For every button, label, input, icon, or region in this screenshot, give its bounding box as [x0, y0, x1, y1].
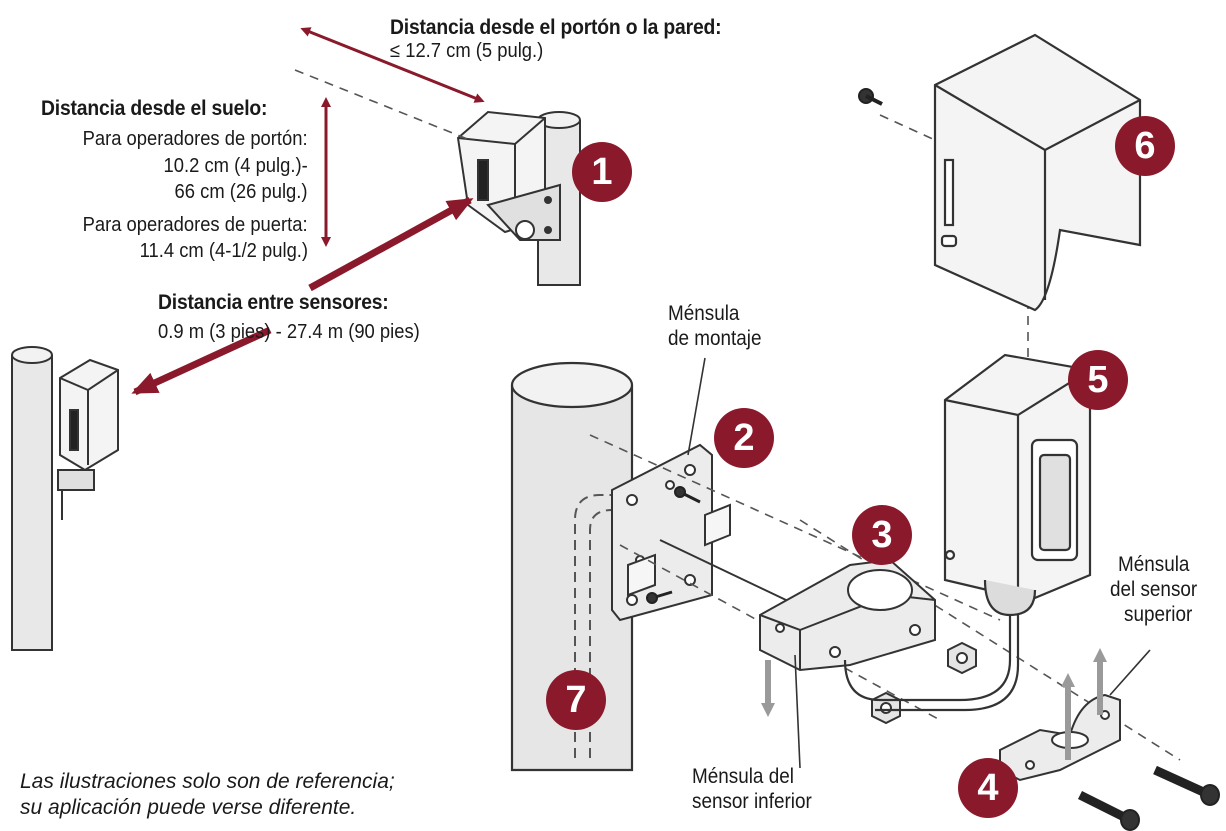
top-sensor-assembly: [456, 110, 581, 286]
lower-sensor-bracket: [759, 558, 936, 672]
sensor-distance-value: 0.9 m (3 pies) - 27.4 m (90 pies): [158, 321, 420, 343]
gate-distance-heading: Distancia desde el portón o la pared:: [390, 16, 722, 39]
main-post: [510, 361, 634, 772]
gate-distance-arrow: [300, 27, 485, 103]
floor-gate-value-1: 10.2 cm (4 pulg.)-: [163, 155, 308, 177]
plate-screws: [646, 486, 701, 604]
mounting-bracket-label-2: de montaje: [668, 327, 762, 350]
floor-door-value: 11.4 cm (4-1/2 pulg.): [139, 240, 308, 262]
step-badge-1: 1: [572, 142, 632, 202]
sensor-pointer-arrow: [308, 196, 474, 292]
lower-bracket-label-2: sensor inferior: [692, 790, 812, 813]
floor-distance-heading: Distancia desde el suelo:: [41, 97, 268, 120]
floor-gate-value-2: 66 cm (26 pulg.): [175, 181, 308, 203]
left-sensor-assembly: [11, 346, 119, 651]
upper-bracket-label-3: superior: [1124, 603, 1193, 626]
reference-note-line-1: Las ilustraciones solo son de referencia…: [20, 770, 395, 793]
upper-bracket-label-2: del sensor: [1110, 578, 1198, 601]
bolts: [1077, 765, 1220, 831]
hood-screw: [858, 88, 883, 106]
step-badge-2: 2: [714, 408, 774, 468]
step-badge-6: 6: [1115, 116, 1175, 176]
gate-distance-value: ≤ 12.7 cm (5 pulg.): [390, 40, 544, 62]
sensor-distance-arrow: [131, 326, 272, 396]
sensor-hood: [933, 33, 1142, 312]
floor-door-label: Para operadores de puerta:: [82, 214, 308, 236]
floor-gate-label: Para operadores de portón:: [82, 128, 308, 150]
step-badge-4: 4: [958, 758, 1018, 818]
lower-bracket-label-1: Ménsula del: [692, 765, 794, 788]
nuts: [871, 641, 977, 725]
step-badge-5: 5: [1068, 350, 1128, 410]
sensor-distance-heading: Distancia entre sensores:: [158, 291, 389, 314]
step-badge-7: 7: [546, 670, 606, 730]
sensor-body: [943, 353, 1092, 617]
reference-note-line-2: su aplicación puede verse diferente.: [20, 796, 357, 819]
upper-bracket-label-1: Ménsula: [1118, 553, 1190, 576]
mounting-bracket-label-1: Ménsula: [668, 302, 740, 325]
step-badge-3: 3: [852, 505, 912, 565]
